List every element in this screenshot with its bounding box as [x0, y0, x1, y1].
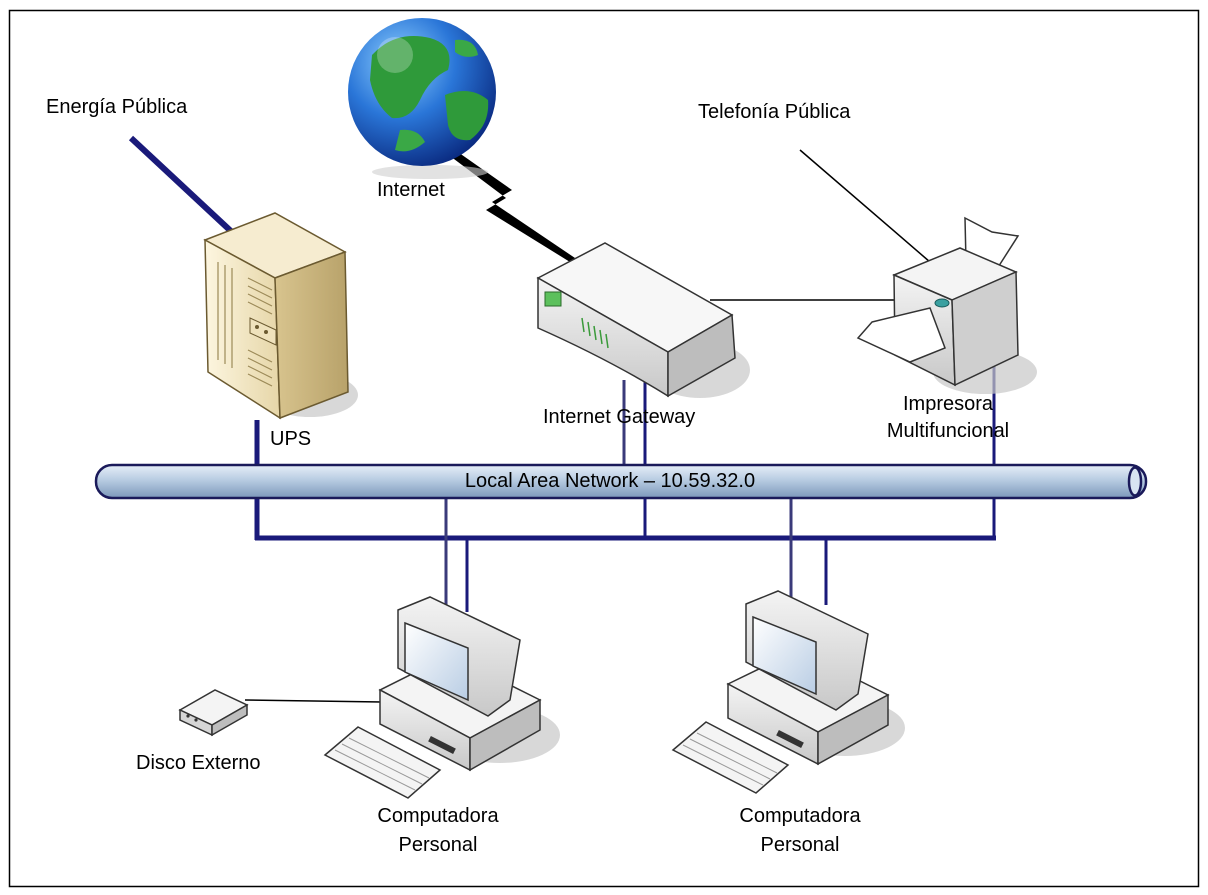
label-pc1-line2: Personal [398, 834, 478, 856]
label-pc2-line1: Computadora [739, 805, 861, 827]
keyboard-icon [671, 721, 790, 794]
label-disco-externo: Disco Externo [136, 752, 261, 774]
disk-link [244, 699, 383, 703]
phone-line [799, 149, 931, 263]
router-icon [536, 242, 750, 398]
label-internet: Internet [377, 179, 445, 201]
label-pc1-line1: Computadora [377, 805, 499, 827]
internet-link-bolt [450, 150, 575, 262]
label-lan: Local Area Network – 10.59.32.0 [464, 470, 756, 492]
keyboard-icon [323, 726, 442, 799]
label-pc2-line2: Personal [760, 834, 840, 856]
external-disk-icon [178, 689, 249, 737]
lan-pipe [94, 463, 1148, 500]
label-impresora: Impresora [902, 393, 994, 415]
label-multifuncional: Multifuncional [886, 420, 1010, 442]
label-ups: UPS [270, 428, 312, 450]
globe-icon [348, 18, 496, 179]
printer-icon [856, 216, 1037, 394]
power-cable [128, 135, 237, 237]
label-internet-gateway: Internet Gateway [543, 406, 696, 428]
computer-icon [378, 596, 560, 772]
computer-icon [726, 590, 905, 766]
ups-tower-icon [203, 212, 358, 420]
label-telefonia-publica: Telefonía Pública [698, 101, 851, 123]
label-energia-publica: Energía Pública [46, 96, 188, 118]
page-border [8, 9, 1200, 888]
